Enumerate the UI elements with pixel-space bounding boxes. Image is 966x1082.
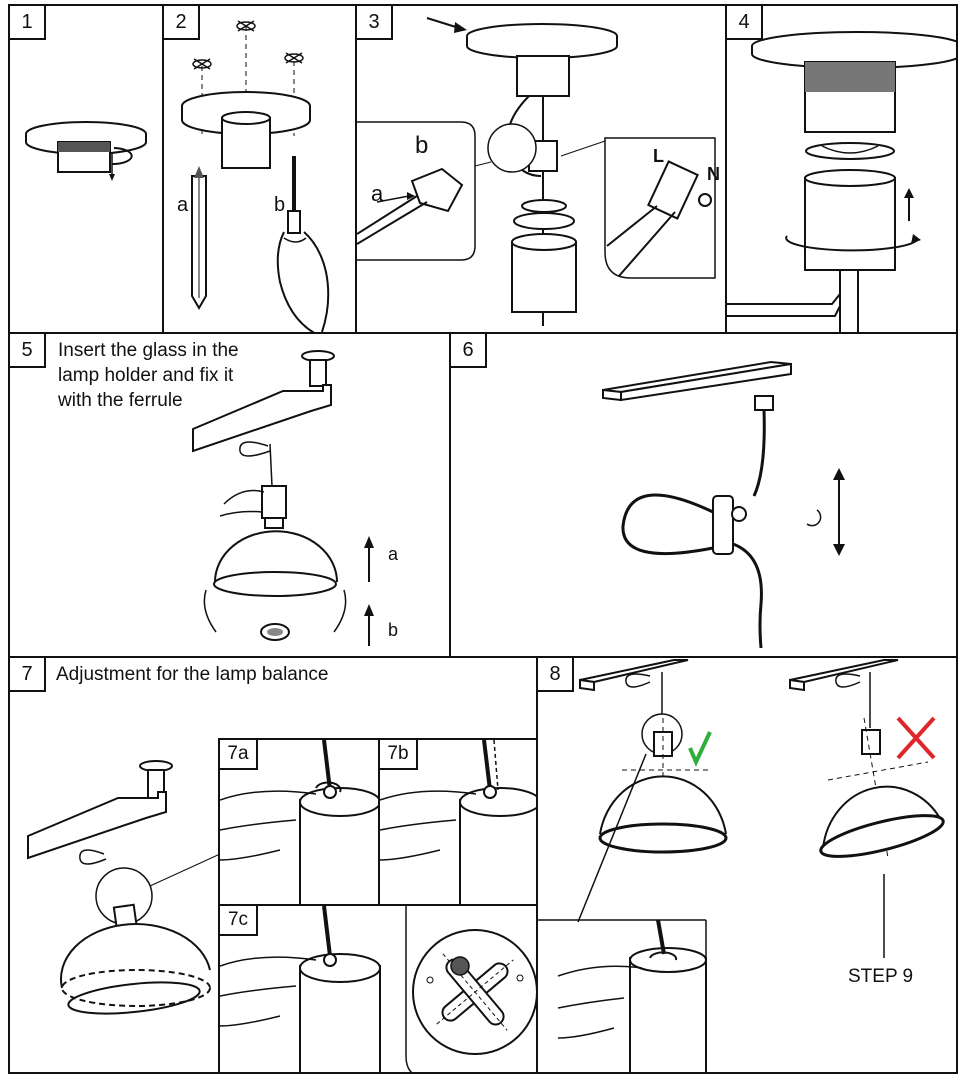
panel-3: 3 a b L N bbox=[355, 4, 727, 334]
cable-height-adjustment-illustration bbox=[602, 360, 845, 649]
balanced-vs-unbalanced-illustration bbox=[538, 659, 945, 1072]
panel-number: 5 bbox=[10, 334, 46, 368]
instruction-text: Insert the glass in the lamp holder and … bbox=[58, 338, 239, 413]
wiring-illustration bbox=[357, 17, 716, 326]
step-9-label: STEP 9 bbox=[848, 966, 914, 987]
label-l: L bbox=[653, 146, 664, 166]
cross-mark-icon bbox=[896, 716, 936, 760]
panel-number: 1 bbox=[10, 6, 46, 40]
subpanel-7c: 7c bbox=[218, 904, 536, 1072]
label-a: a bbox=[371, 181, 384, 206]
panel-number: 7 bbox=[10, 658, 46, 692]
label-b: b bbox=[388, 620, 399, 640]
panel-number: 6 bbox=[451, 334, 487, 368]
glass-insertion-illustration bbox=[192, 350, 374, 646]
panel-7-caption: Adjustment for the lamp balance bbox=[56, 664, 329, 685]
caption-line-3: with the ferrule bbox=[58, 390, 183, 411]
panel-number: 4 bbox=[727, 6, 763, 40]
drill-and-mount-illustration bbox=[181, 20, 330, 332]
panel-1: 1 bbox=[8, 4, 164, 334]
screwdriver-7a-illustration bbox=[220, 740, 378, 904]
panel-7: 7 Adjustment for the lamp balance 7a 7b bbox=[8, 656, 538, 1074]
panel-2: 2 a b bbox=[162, 4, 357, 334]
panel-number: 3 bbox=[357, 6, 393, 40]
panel-number: 2 bbox=[164, 6, 200, 40]
panel-5: 5 Insert the glass in the lamp holder an… bbox=[8, 332, 451, 658]
label-n: N bbox=[707, 164, 720, 184]
subpanel-7a: 7a bbox=[218, 738, 380, 906]
label-a: a bbox=[177, 194, 189, 216]
balance-adjustment-illustration bbox=[27, 760, 406, 1015]
screwdriver-7c-illustration bbox=[220, 906, 536, 1072]
subpanel-number: 7a bbox=[220, 740, 258, 770]
panel-6: 6 bbox=[449, 332, 958, 658]
subpanel-number: 7c bbox=[220, 906, 258, 936]
subpanel-number: 7b bbox=[380, 740, 418, 770]
caption-line-2: lamp holder and fix it bbox=[58, 365, 234, 386]
lampholder-assembly-illustration bbox=[727, 31, 956, 332]
panel-8: 8 STEP 9 bbox=[536, 656, 958, 1074]
ceiling-rose-illustration bbox=[25, 121, 147, 181]
label-b: b bbox=[274, 194, 286, 216]
label-b: b bbox=[415, 132, 429, 159]
caption-line-1: Insert the glass in the bbox=[58, 340, 239, 361]
check-mark-icon bbox=[688, 731, 712, 767]
screwdriver-7b-illustration bbox=[380, 740, 536, 904]
subpanel-7b: 7b bbox=[378, 738, 536, 906]
panel-4: 4 bbox=[725, 4, 958, 334]
panel-number: 8 bbox=[538, 658, 574, 692]
label-a: a bbox=[388, 544, 399, 564]
